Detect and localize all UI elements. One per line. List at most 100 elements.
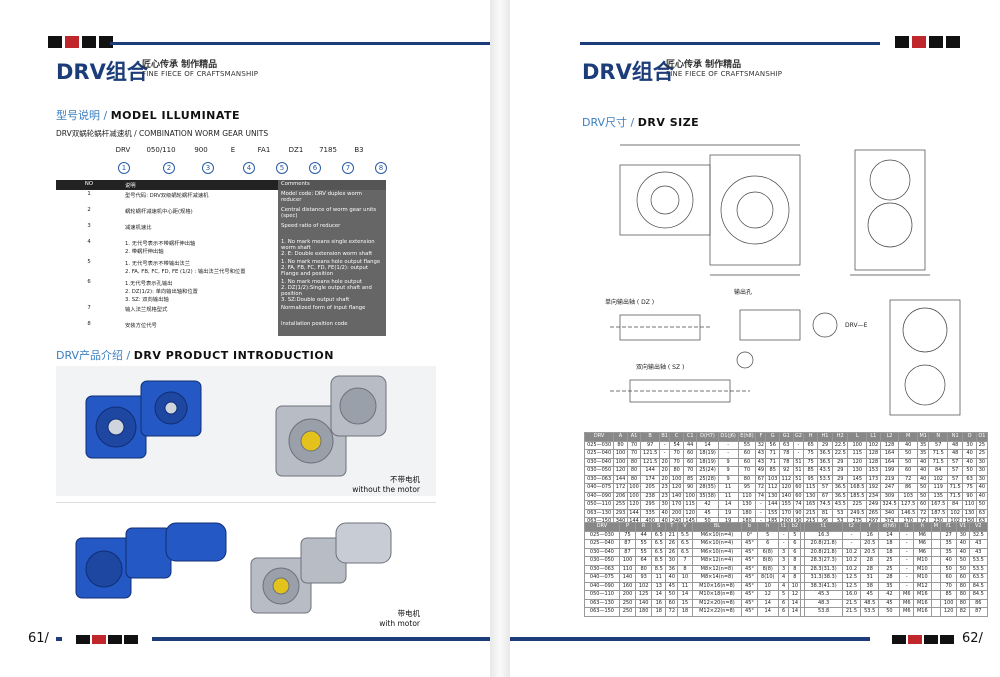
table-cell: 60	[940, 573, 958, 583]
table-cell: 6	[777, 598, 790, 608]
table-cell: 1. No mark means hole output flange 2. F…	[278, 258, 386, 278]
table-cell: 8(8)	[756, 564, 779, 574]
table-cell: M12	[913, 581, 932, 591]
table-cell: M6×10(n=4)	[691, 539, 743, 549]
table-cell: 20.5	[860, 547, 880, 557]
table-cell: 70	[940, 581, 958, 591]
table-cell: M8×12(n=8)	[691, 564, 743, 574]
table-cell: 97	[640, 440, 660, 450]
table-cell	[930, 539, 942, 549]
table-cell: 20	[658, 457, 671, 467]
table-cell: 80	[635, 564, 653, 574]
code-number: 7	[342, 162, 354, 174]
table-cell: 50	[917, 483, 930, 493]
code-number: 1	[118, 162, 130, 174]
table-cell: 57	[947, 474, 964, 484]
table-cell: 115	[682, 500, 698, 510]
table-cell: 63.5	[968, 573, 989, 583]
table-cell: 55	[737, 440, 757, 450]
table-cell: 8(8)	[756, 556, 779, 566]
table-header-cell: C1	[682, 432, 698, 442]
table-cell	[930, 530, 942, 540]
table-cell: 74.5	[816, 500, 834, 510]
table-header-cell: V2	[968, 522, 989, 532]
code-number: 8	[375, 162, 387, 174]
caption-without-motor: 不带电机 without the motor	[352, 475, 420, 494]
table-cell: 200	[618, 590, 637, 600]
table-cell: 174	[640, 474, 660, 484]
table-cell: 92	[778, 466, 794, 476]
table-cell: 36.5	[832, 491, 849, 501]
table-cell: 28.3(27.3)	[804, 556, 843, 566]
table-cell: 44	[635, 530, 653, 540]
table-cell: 63	[778, 440, 794, 450]
units-label: DRV双蜗轮蜗杆减速机 / COMBINATION WORM GEAR UNIT…	[56, 129, 269, 138]
table-cell: 063—130	[583, 508, 615, 518]
table-cell: 030—040	[583, 457, 615, 467]
table-cell: 100	[682, 491, 698, 501]
table-cell: 56	[765, 440, 780, 450]
table-cell: 25	[878, 556, 901, 566]
table-header-cell: f1	[940, 522, 958, 532]
table-cell: 18	[878, 539, 901, 549]
table-cell: 11	[677, 581, 693, 591]
table-cell: 57	[947, 457, 964, 467]
table-cell: 18	[878, 547, 901, 557]
table-cell: 20.5	[860, 539, 880, 549]
table-cell: 31	[860, 573, 880, 583]
table-cell: 100	[940, 598, 958, 608]
table-header-cell: B1	[658, 432, 671, 442]
table-cell: 293	[613, 508, 628, 518]
table-cell: Central distance of worm gear units (spe…	[278, 206, 386, 222]
table-cell: 29	[816, 440, 834, 450]
table-cell: 130	[765, 491, 780, 501]
table-cell: 72	[917, 508, 930, 518]
table-cell: 32	[755, 440, 767, 450]
table-cell: 250	[618, 607, 637, 617]
table-cell: 12	[756, 590, 779, 600]
table-cell: 78	[778, 449, 794, 459]
table-cell: 45°	[741, 564, 758, 574]
table-cell: 040—075	[584, 573, 620, 583]
table-cell: -	[717, 449, 739, 459]
table-cell: 040—090	[583, 491, 615, 501]
table-cell: M10	[913, 564, 932, 574]
table-cell: 6(8)	[756, 547, 779, 557]
table-cell: 025—040	[584, 539, 620, 549]
table-cell: 20	[658, 466, 671, 476]
table-cell: 80	[626, 466, 642, 476]
table-cell: 100	[626, 491, 642, 501]
table-cell: 57	[947, 466, 964, 476]
table-cell: M12×20(n=8)	[691, 598, 743, 608]
table-cell: 050—110	[583, 500, 615, 510]
code-item: FA1	[257, 146, 271, 154]
table-cell: 120	[778, 483, 794, 493]
table-cell: 42	[696, 500, 719, 510]
table-cell: 72	[665, 607, 679, 617]
table-cell: 30	[975, 457, 989, 467]
table-cell: 030—050	[583, 466, 615, 476]
table-cell: 36.5	[832, 483, 849, 493]
table-cell: 025—040	[583, 449, 615, 459]
table-header-cell: d(h6)	[878, 522, 901, 532]
table-cell: 5.5	[677, 530, 693, 540]
table-header-cell: C	[669, 432, 684, 442]
table-cell: 8	[788, 573, 802, 583]
table-cell: 30	[975, 466, 989, 476]
table-cell: 31.3(38.3)	[804, 573, 843, 583]
table-cell: 60	[792, 491, 805, 501]
model-section-heading: 型号说明 / MODEL ILLUMINATE	[56, 109, 241, 122]
table-cell: 10.2	[841, 556, 862, 566]
table-cell: 192	[866, 483, 881, 493]
table-cell: 51	[792, 466, 805, 476]
